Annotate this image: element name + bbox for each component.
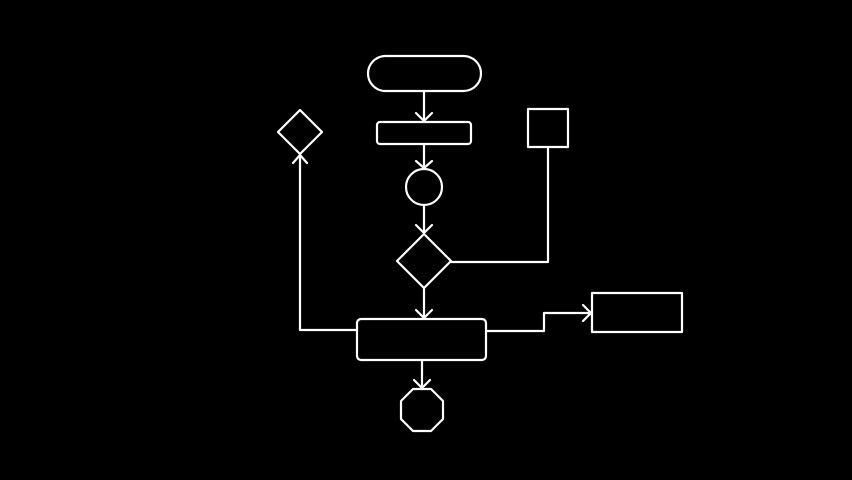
node-connector-circle	[404, 167, 444, 207]
node-decision1-diamond	[395, 232, 453, 290]
edge-input-decision1	[449, 146, 550, 264]
arrowhead-icon	[581, 303, 593, 323]
arrowhead-icon	[414, 223, 434, 235]
arrowhead-icon	[414, 159, 434, 170]
node-process2	[355, 317, 488, 362]
node-process1	[375, 120, 473, 146]
node-output-box	[590, 291, 684, 334]
arrowhead-icon	[291, 153, 309, 165]
arrowhead-icon	[414, 111, 434, 123]
node-input-square	[526, 107, 570, 149]
edge-connector-decision1	[414, 203, 434, 235]
node-stop-octagon	[399, 387, 445, 433]
edge-decision1-process2	[414, 286, 434, 320]
arrowhead-icon	[414, 308, 434, 320]
edge-process2-decision2	[291, 153, 359, 332]
node-start-terminator	[366, 54, 483, 93]
edge-start-process1	[414, 89, 434, 123]
edge-process2-output	[484, 303, 593, 333]
edge-process1-connector	[414, 142, 434, 170]
arrowhead-icon	[412, 378, 432, 390]
node-decision2-diamond	[276, 108, 324, 156]
edge-process2-stop	[412, 358, 432, 390]
